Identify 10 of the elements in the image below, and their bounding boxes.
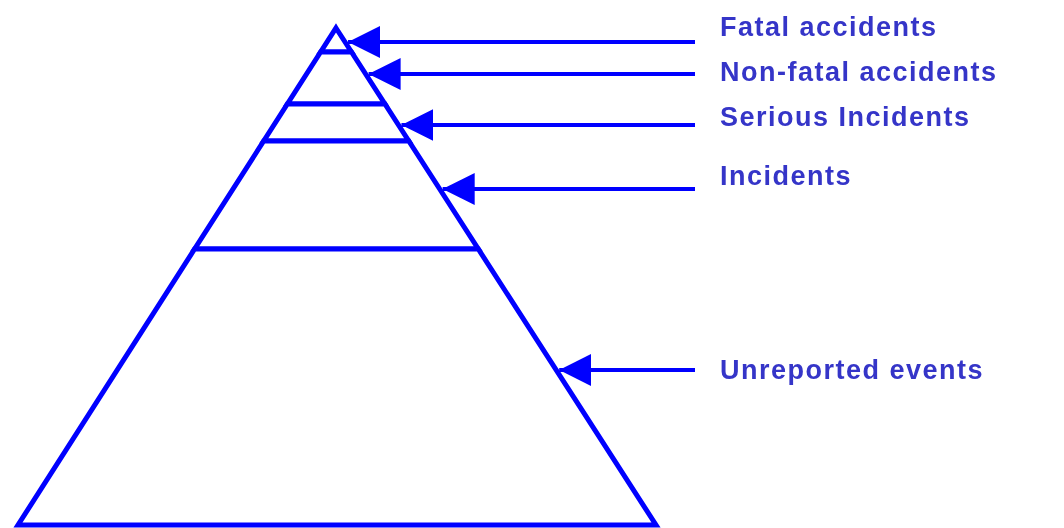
leader-arrow xyxy=(401,109,695,141)
callout-label: Incidents xyxy=(720,161,853,191)
callout-label: Fatal accidents xyxy=(720,12,938,42)
callout-label: Non-fatal accidents xyxy=(720,57,998,87)
callout-label: Serious Incidents xyxy=(720,102,971,132)
callout-label: Unreported events xyxy=(720,355,985,385)
leader-arrow xyxy=(559,354,695,386)
leader-arrow xyxy=(348,26,695,58)
leader-arrow xyxy=(442,173,695,205)
leader-arrow xyxy=(368,58,695,90)
